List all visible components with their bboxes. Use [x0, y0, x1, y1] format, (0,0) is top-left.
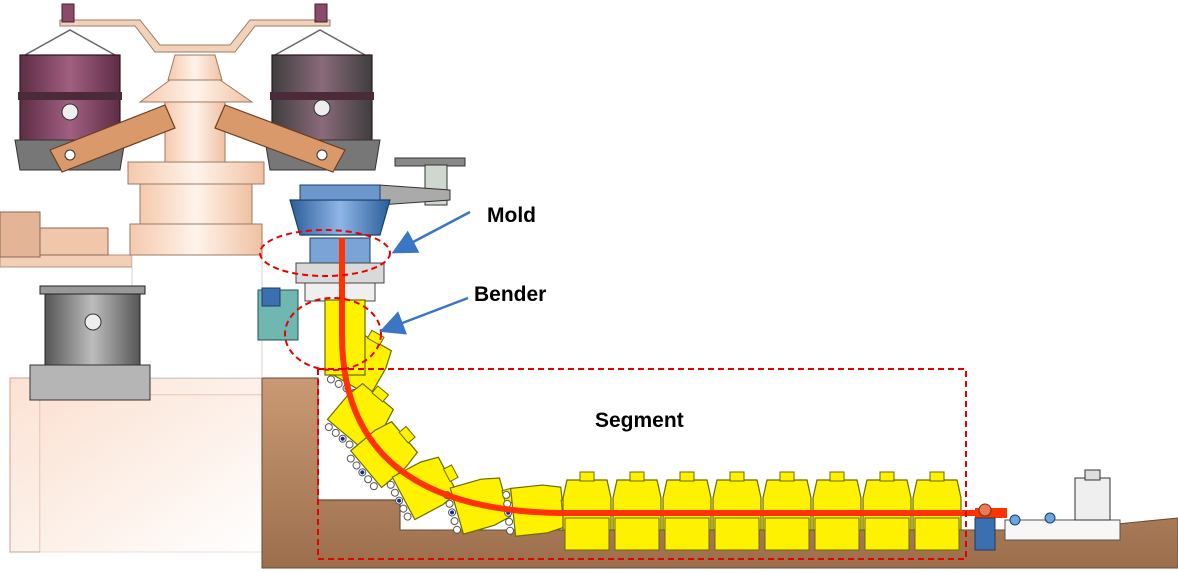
left-hook: [61, 3, 75, 23]
segment-label: Segment: [595, 409, 684, 432]
left-ladle-bail: [24, 29, 116, 56]
bender-arrow: [379, 296, 469, 335]
right-arm-pin: [316, 149, 328, 161]
turret-foot: [129, 223, 263, 256]
lower-segment-5: [764, 517, 810, 551]
segment-marker: [317, 368, 967, 560]
torch-cutter-head: [1084, 469, 1101, 481]
steel-strand: [339, 238, 1005, 516]
left-arm-pin: [64, 149, 76, 161]
mold-marker: [259, 229, 391, 277]
ladle-turret: [14, 3, 381, 256]
right-ladle-band: [270, 92, 374, 100]
lower-segment-4: [714, 517, 760, 551]
turret-ring: [127, 161, 265, 185]
waiting-ladle: [29, 285, 151, 401]
pinch-roll-top: [978, 503, 992, 517]
right-turret-arm: [214, 104, 346, 173]
cabin: [0, 211, 41, 258]
cabin-roof: [39, 227, 109, 256]
turret-roof: [138, 79, 254, 103]
runout-roller-2: [1044, 512, 1056, 524]
lower-segment-8: [914, 517, 960, 551]
strand-end: [975, 508, 1007, 518]
lower-segment-1: [564, 517, 610, 551]
left-ladle-trunnion: [61, 103, 79, 121]
lower-segment-2: [614, 517, 660, 551]
runout-equipment: [974, 469, 1121, 551]
pinch-roll: [974, 517, 996, 551]
right-hook: [314, 3, 328, 23]
right-ladle-trunnion: [313, 99, 331, 117]
turret-body: [164, 101, 226, 163]
tundish-lid: [299, 184, 381, 201]
left-turret-arm: [49, 104, 176, 173]
waiting-ladle-stand: [29, 364, 151, 401]
runout-table: [1004, 519, 1121, 541]
waiting-ladle-trunnion: [84, 313, 102, 331]
lower-segment-7: [864, 517, 910, 551]
turret-cap: [167, 54, 223, 81]
runout-roller-1: [1009, 514, 1021, 526]
bender-label: Bender: [474, 283, 546, 306]
mold-arrow: [391, 210, 471, 254]
mold-label: Mold: [487, 204, 536, 227]
right-ladle-bail: [274, 29, 366, 56]
left-ladle-band: [18, 92, 122, 100]
lower-segment-6: [814, 517, 860, 551]
column-wall: [131, 254, 263, 379]
annotations: Mold Bender Segment: [259, 204, 967, 560]
waiting-ladle-rim: [39, 285, 146, 295]
casting-platform: [39, 394, 263, 553]
torch-cutter: [1074, 477, 1111, 521]
turret-column: [139, 183, 253, 225]
segments: [324, 329, 962, 551]
lower-segment-3: [664, 517, 710, 551]
turret-top-bar: [59, 19, 331, 53]
side-drive-box: [261, 287, 281, 307]
